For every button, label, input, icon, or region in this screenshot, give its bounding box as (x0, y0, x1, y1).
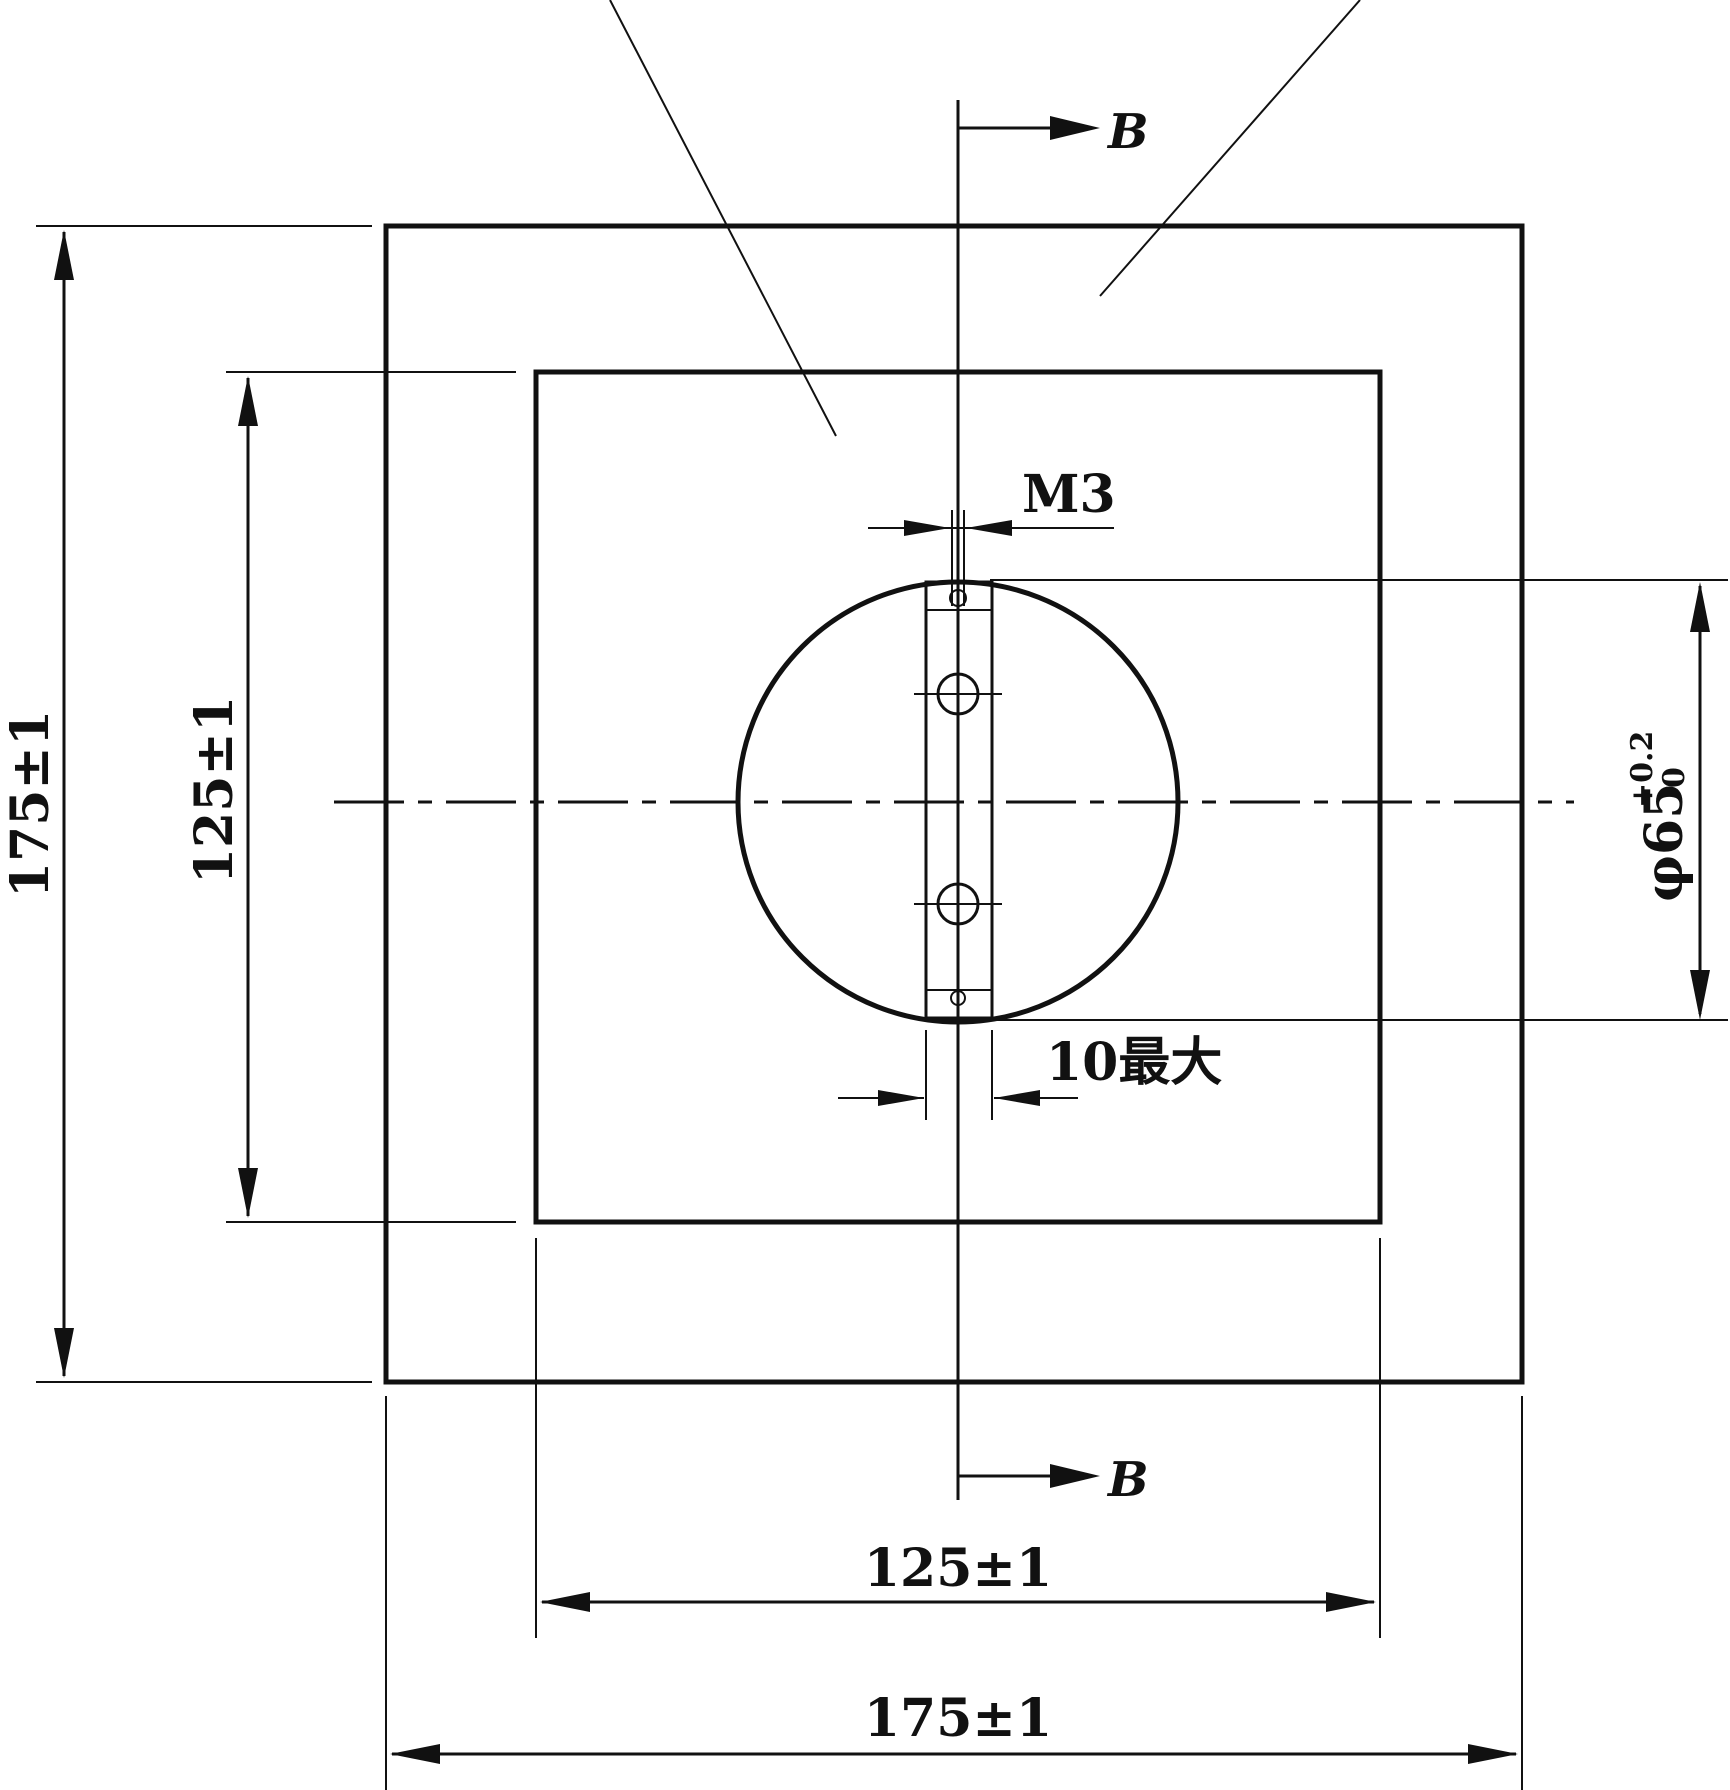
inner-width-arrow-left (540, 1592, 590, 1612)
section-arrow-top (1050, 116, 1100, 140)
inner-height-label: 125±1 (184, 696, 245, 884)
outer-width-arrow-left (390, 1744, 440, 1764)
extension-lines (36, 225, 1728, 1790)
outer-width-arrow-right (1468, 1744, 1518, 1764)
inner-height-arrow-bottom (238, 1168, 258, 1218)
slot-arrow-left (878, 1090, 924, 1106)
svg-text:φ65: φ65 (1634, 783, 1695, 902)
outer-width-label: 175±1 (864, 1688, 1052, 1749)
screw-hole-lower (914, 860, 1002, 948)
svg-text:+0.2: +0.2 (1625, 731, 1660, 808)
diameter-label: φ65 +0.2 0 (1625, 731, 1695, 902)
outer-height-arrow-bottom (54, 1328, 74, 1378)
diameter-arrow-top (1690, 582, 1710, 632)
m3-arrow-right (966, 520, 1012, 536)
diameter-arrow-bottom (1690, 970, 1710, 1020)
outer-height-arrow-top (54, 230, 74, 280)
leader-line-outer-part (1099, 0, 1361, 297)
slot-end-screw (950, 990, 966, 1006)
screw-hole-upper (914, 650, 1002, 738)
inner-height-arrow-top (238, 376, 258, 426)
slot-arrow-right (994, 1090, 1040, 1106)
inner-width-arrow-right (1326, 1592, 1376, 1612)
outer-height-label: 175±1 (0, 710, 61, 898)
inner-width-label: 125±1 (864, 1538, 1052, 1599)
slot-width-label: 10最大 (1046, 1032, 1222, 1093)
m3-arrow-left (904, 520, 950, 536)
section-arrow-bottom (1050, 1464, 1100, 1488)
section-label-top: B (1106, 104, 1149, 160)
leader-line-inner-part (609, 0, 837, 437)
svg-text:0: 0 (1657, 767, 1692, 788)
outer-square (383, 223, 1525, 1385)
thread-label: M3 (1022, 464, 1116, 525)
section-label-bottom: B (1106, 1452, 1149, 1508)
slot-bar (924, 580, 994, 1020)
thread-screw (949, 510, 967, 607)
